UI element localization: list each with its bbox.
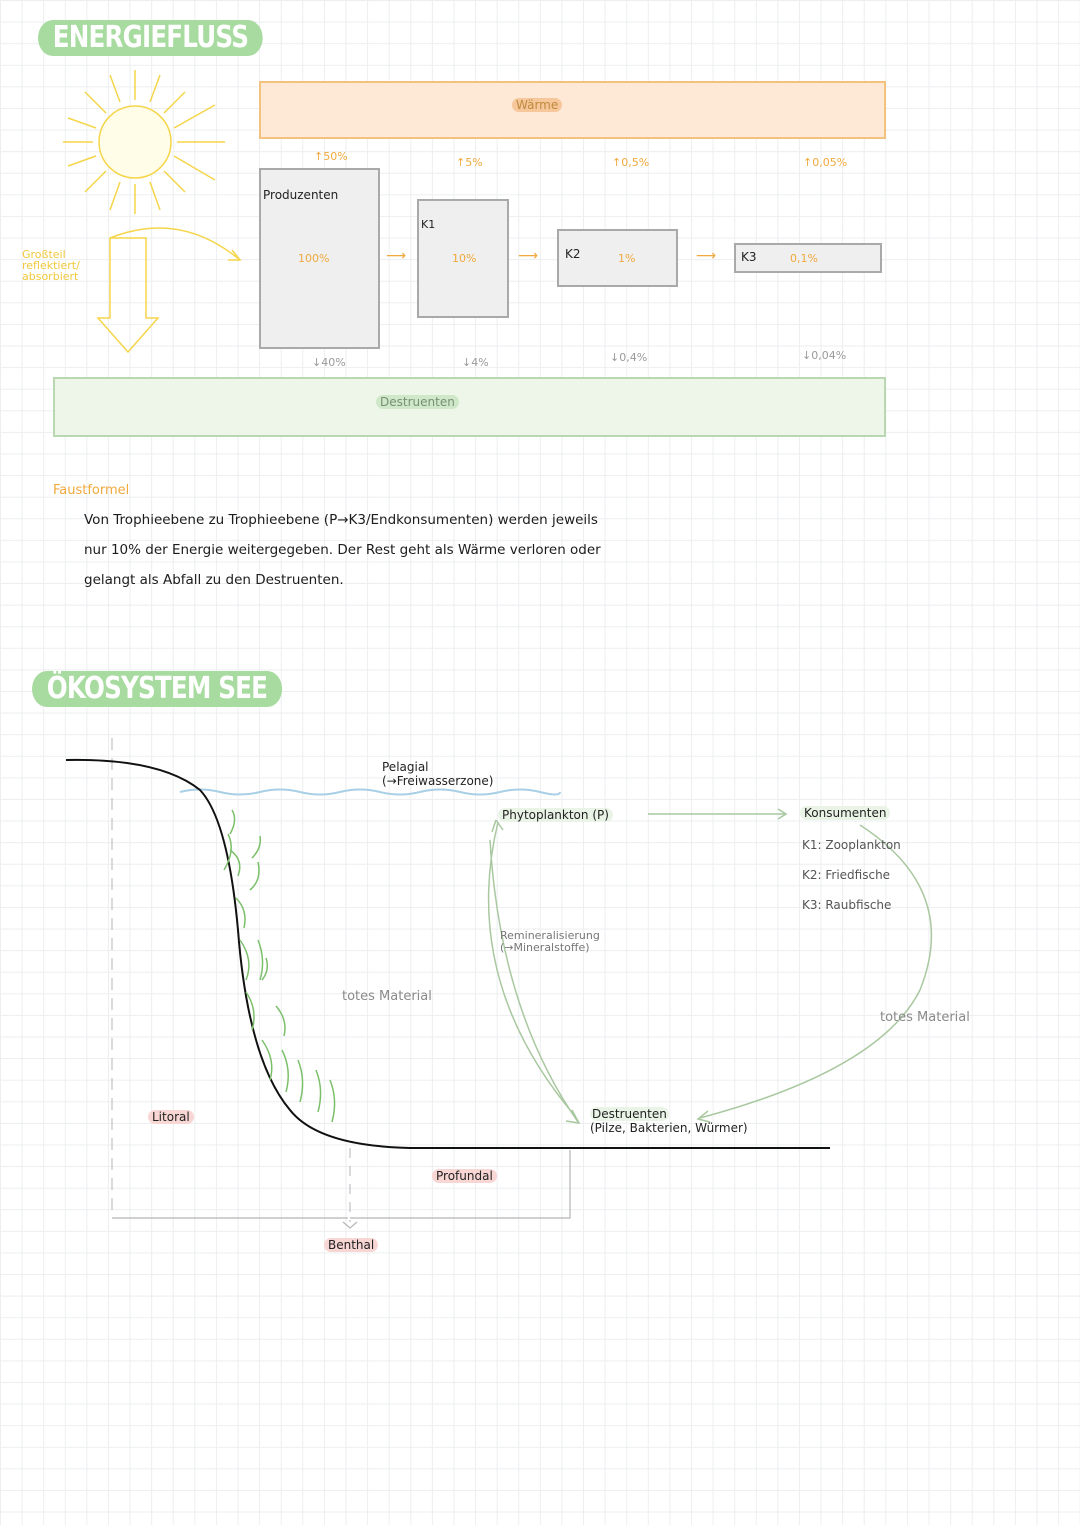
arrow-right-icon: ⟶ xyxy=(696,248,717,264)
rule-heading: Faustformel xyxy=(53,483,130,498)
lake-title: ÖKOSYSTEM SEE xyxy=(32,671,282,707)
destruents-label: Destruenten xyxy=(376,395,459,409)
energy-title: ENERGIEFLUSS xyxy=(38,20,263,56)
arrow-right-icon: ⟶ xyxy=(518,248,539,264)
litoral-label: Litoral xyxy=(148,1110,194,1124)
heat-label: Wärme xyxy=(512,98,563,112)
remineralization-label: Remineralisierung (→Mineralstoffe) xyxy=(500,929,600,954)
k2-label: K2 xyxy=(565,247,581,261)
k1-up: ↑5% xyxy=(456,156,483,169)
k2-box xyxy=(557,229,678,287)
rule-line-3: gelangt als Abfall zu den Destruenten. xyxy=(84,572,344,588)
consumer-k1: K1: Zooplankton xyxy=(802,838,901,852)
consumer-k3: K3: Raubfische xyxy=(802,898,892,912)
k2-down: ↓0,4% xyxy=(610,351,648,364)
consumers-label: Konsumenten xyxy=(800,806,891,820)
phytoplankton-label: Phytoplankton (P) xyxy=(498,808,613,822)
sun-icon xyxy=(63,70,242,354)
pelagial-label: Pelagial (→Freiwasserzone) xyxy=(382,760,494,788)
arrow-right-icon: ⟶ xyxy=(386,248,407,264)
k2-up: ↑0,5% xyxy=(612,156,650,169)
k1-value: 10% xyxy=(452,252,477,265)
dead-material-right: totes Material xyxy=(880,1010,970,1025)
k1-box xyxy=(417,199,509,318)
benthal-label: Benthal xyxy=(324,1238,379,1252)
k2-value: 1% xyxy=(618,252,636,265)
lake-diagram xyxy=(65,738,933,1229)
k1-label: K1 xyxy=(421,218,436,231)
producers-up: ↑50% xyxy=(314,150,348,163)
heat-band xyxy=(259,81,886,139)
k3-label: K3 xyxy=(741,250,757,264)
producers-label: Produzenten xyxy=(263,188,339,202)
profundal-label: Profundal xyxy=(432,1169,497,1183)
dead-material-left: totes Material xyxy=(342,989,432,1004)
k3-down: ↓0,04% xyxy=(802,349,847,362)
destruents-lake-label: Destruenten (Pilze, Bakterien, Würmer) xyxy=(590,1107,748,1135)
k3-up: ↑0,05% xyxy=(803,156,848,169)
rule-line-1: Von Trophieebene zu Trophieebene (P→K3/E… xyxy=(84,512,598,528)
reflected-label: Großteil reflektiert/ absorbiert xyxy=(22,248,80,283)
rule-line-2: nur 10% der Energie weitergegeben. Der R… xyxy=(84,542,601,558)
k3-box xyxy=(734,243,882,273)
producers-down: ↓40% xyxy=(312,356,346,369)
consumer-k2: K2: Friedfische xyxy=(802,868,891,882)
producers-value: 100% xyxy=(298,252,330,265)
producers-box xyxy=(259,168,380,349)
k1-down: ↓4% xyxy=(462,356,489,369)
k3-value: 0,1% xyxy=(790,252,818,265)
destruents-band xyxy=(53,377,886,437)
